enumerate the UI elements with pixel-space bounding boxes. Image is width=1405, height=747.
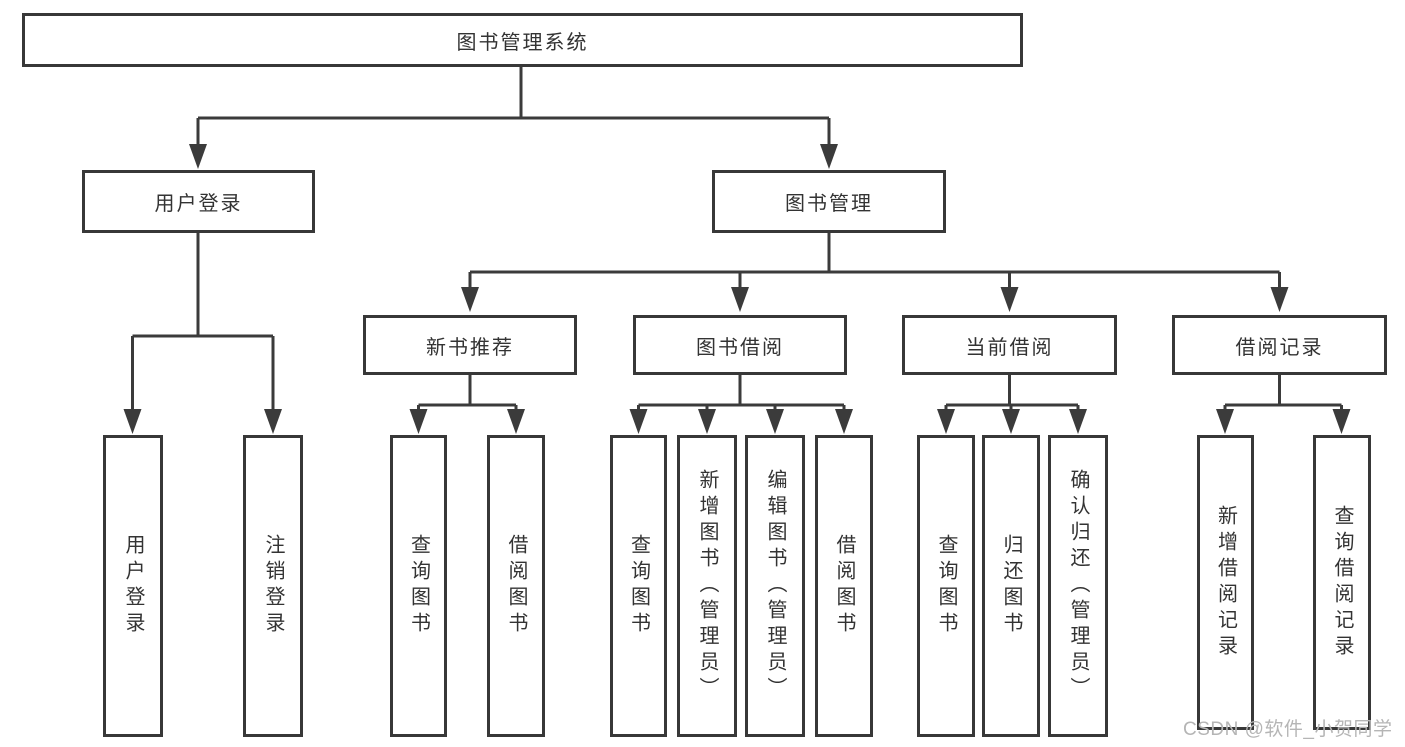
- leaf-query-borrow-record-label: 查询借阅记录: [1331, 504, 1353, 661]
- leaf-query-borrow-record: 查询借阅记录: [1313, 435, 1371, 730]
- node-book-borrowing-label: 图书借阅: [696, 336, 784, 359]
- leaf-borrow-books: 借阅图书: [815, 435, 873, 737]
- leaf-logout-label: 注销登录: [262, 534, 284, 638]
- node-root-system-label: 图书管理系统: [456, 31, 589, 54]
- leaf-add-books-admin: 新增图书（管理员）: [677, 435, 737, 737]
- leaf-user-login-label: 用户登录: [122, 534, 144, 638]
- node-new-book-recommend: 新书推荐: [363, 315, 577, 375]
- node-new-book-recommend-label: 新书推荐: [426, 336, 514, 359]
- leaf-borrow-books-recommend-label: 借阅图书: [505, 534, 527, 638]
- leaf-logout: 注销登录: [243, 435, 303, 737]
- leaf-add-borrow-record: 新增借阅记录: [1197, 435, 1254, 730]
- leaf-query-books-recommend: 查询图书: [390, 435, 447, 737]
- csdn-watermark: CSDN @软件_小贺同学: [1183, 719, 1393, 740]
- node-current-borrowing: 当前借阅: [902, 315, 1117, 375]
- leaf-return-books: 归还图书: [982, 435, 1040, 737]
- leaf-user-login: 用户登录: [103, 435, 163, 737]
- leaf-query-books-current-label: 查询图书: [935, 534, 957, 638]
- node-book-borrowing: 图书借阅: [633, 315, 847, 375]
- leaf-add-books-admin-label: 新增图书（管理员）: [696, 469, 718, 703]
- leaf-borrow-books-label: 借阅图书: [833, 534, 855, 638]
- node-borrowing-records: 借阅记录: [1172, 315, 1387, 375]
- node-book-management: 图书管理: [712, 170, 946, 233]
- leaf-query-books-recommend-label: 查询图书: [407, 534, 430, 638]
- arrowheads: [123, 144, 1351, 434]
- leaf-edit-books-admin-label: 编辑图书（管理员）: [764, 469, 786, 703]
- leaf-return-books-label: 归还图书: [1000, 534, 1022, 638]
- node-user-login-label: 用户登录: [154, 193, 243, 215]
- leaf-query-books-borrow-label: 查询图书: [627, 534, 650, 638]
- node-book-management-label: 图书管理: [785, 193, 873, 215]
- leaf-add-borrow-record-label: 新增借阅记录: [1214, 504, 1237, 661]
- leaf-confirm-return-admin: 确认归还（管理员）: [1048, 435, 1108, 737]
- node-current-borrowing-label: 当前借阅: [965, 336, 1054, 359]
- leaf-borrow-books-recommend: 借阅图书: [487, 435, 545, 737]
- leaf-edit-books-admin: 编辑图书（管理员）: [745, 435, 805, 737]
- leaf-confirm-return-admin-label: 确认归还（管理员）: [1067, 469, 1089, 703]
- leaf-query-books-borrow: 查询图书: [610, 435, 667, 737]
- node-user-login: 用户登录: [82, 170, 315, 233]
- leaf-query-books-current: 查询图书: [917, 435, 975, 737]
- node-borrowing-records-label: 借阅记录: [1235, 336, 1324, 359]
- node-root-system: 图书管理系统: [22, 13, 1023, 67]
